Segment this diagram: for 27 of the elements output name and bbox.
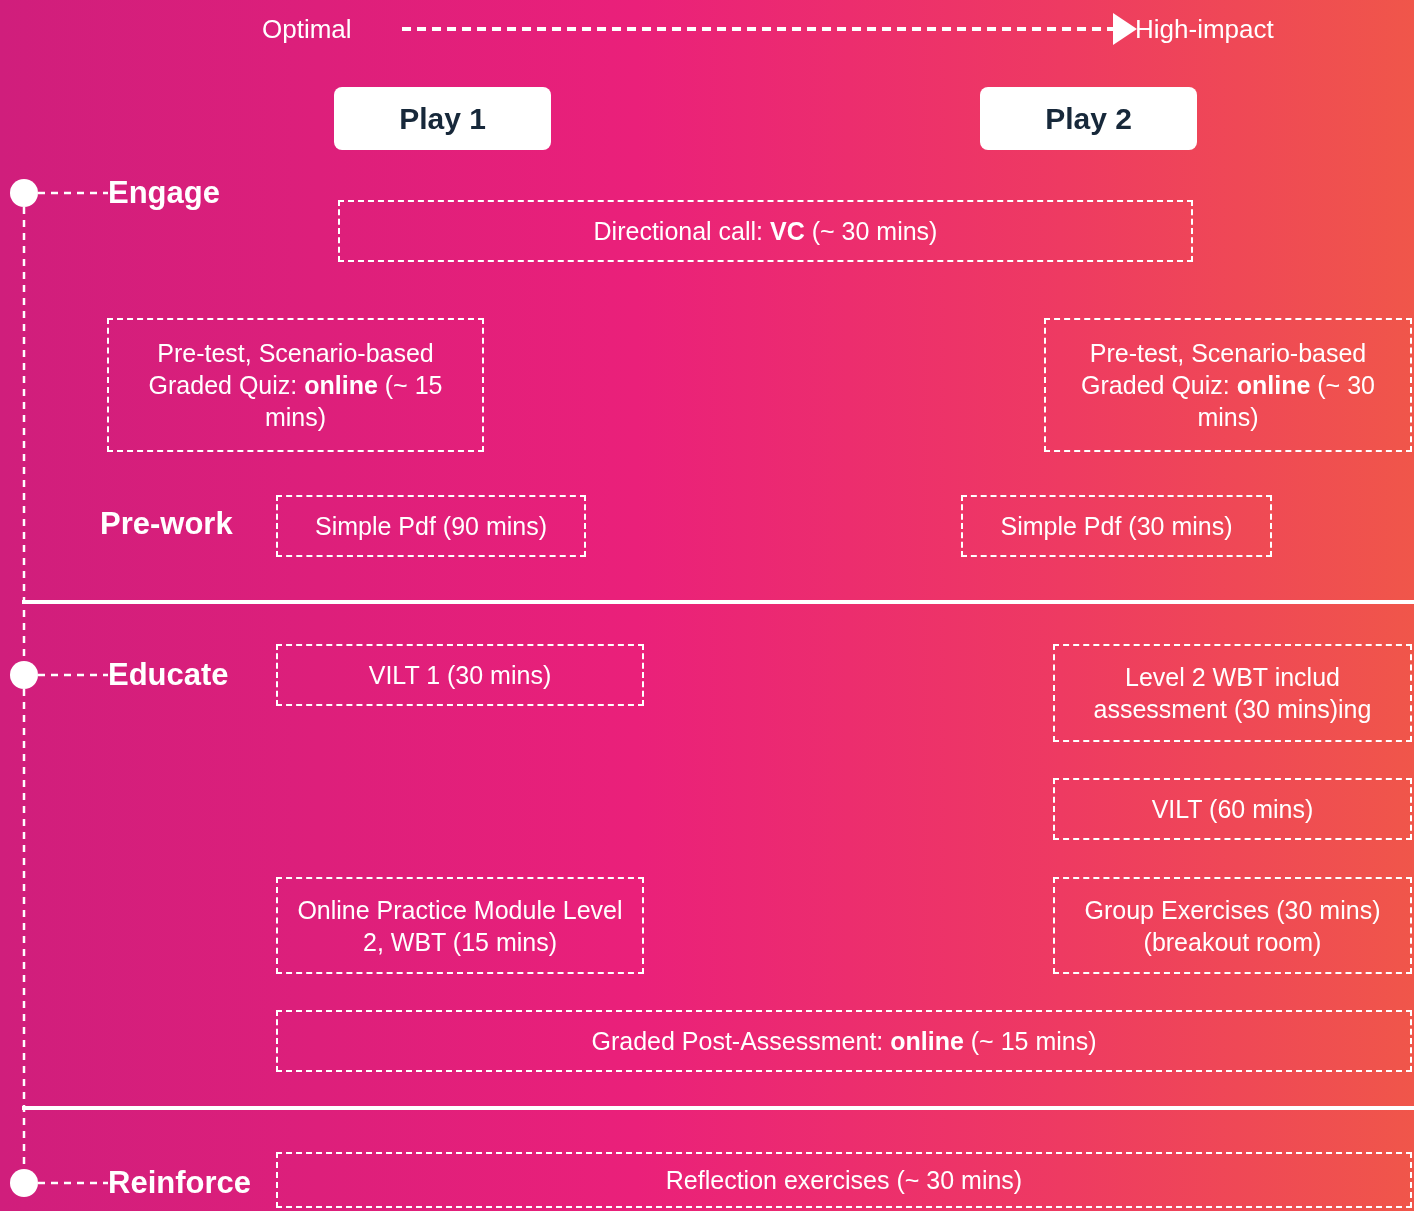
- scale-label: High-impact: [1135, 8, 1310, 50]
- timeline-dot: [10, 661, 38, 689]
- stage-label: Pre-work: [100, 503, 260, 545]
- activity-box: Level 2 WBT includ assessment (30 mins)ing: [1053, 644, 1412, 742]
- activity-box: Simple Pdf (90 mins): [276, 495, 586, 557]
- stage-label: Educate: [108, 654, 258, 696]
- activity-box: Graded Post-Assessment: online (~ 15 mins): [276, 1010, 1412, 1072]
- scale-label: Optimal: [262, 8, 402, 50]
- activity-box: Pre-test, Scenario-based Graded Quiz: online (~ 30 mins): [1044, 318, 1412, 452]
- connector-line: [38, 191, 108, 195]
- activity-box: Simple Pdf (30 mins): [961, 495, 1272, 557]
- activity-box: Group Exercises (30 mins) (breakout room): [1053, 877, 1412, 974]
- activity-box: Online Practice Module Level 2, WBT (15 mins): [276, 877, 644, 974]
- activity-box: VILT (60 mins): [1053, 778, 1412, 840]
- activity-box: Pre-test, Scenario-based Graded Quiz: online (~ 15 mins): [107, 318, 484, 452]
- play-header: Play 1: [334, 87, 551, 150]
- connector-line: [38, 673, 108, 677]
- stage-label: Reinforce: [108, 1162, 268, 1204]
- activity-box: Directional call: VC (~ 30 mins): [338, 200, 1193, 262]
- activity-box: VILT 1 (30 mins): [276, 644, 644, 706]
- play-header: Play 2: [980, 87, 1197, 150]
- activity-box: Reflection exercises (~ 30 mins): [276, 1152, 1412, 1208]
- connector-line: [38, 1181, 108, 1185]
- arrow: [402, 13, 1137, 45]
- timeline-dot: [10, 1169, 38, 1197]
- timeline-dot: [10, 179, 38, 207]
- stage-label: Engage: [108, 172, 248, 214]
